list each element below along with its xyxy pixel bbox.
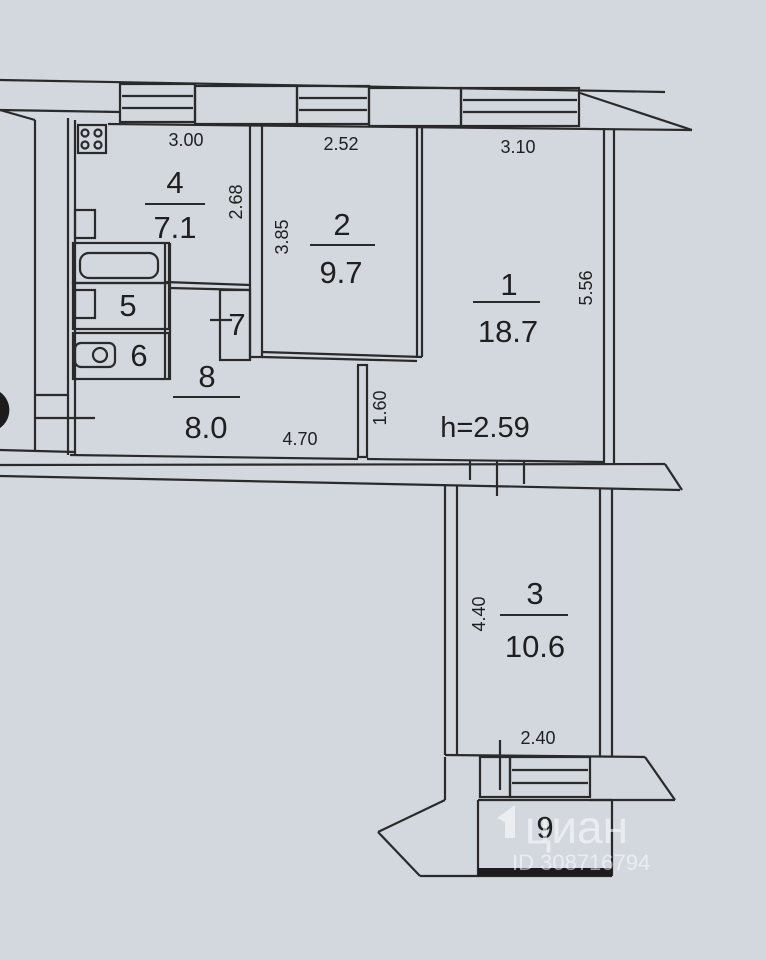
room-3-area: 10.6 <box>505 629 565 664</box>
kitchen-width-dimension: 3.00 <box>168 130 203 150</box>
room-1-number: 1 <box>500 267 517 302</box>
walls <box>0 78 693 878</box>
room-7-number: 7 <box>228 307 245 342</box>
ceiling-height-label: h=2.59 <box>440 412 530 444</box>
room-1-area: 18.7 <box>478 314 538 349</box>
hall-length-dimension: 4.70 <box>282 429 317 449</box>
room-2-width-dimension: 2.52 <box>323 134 358 154</box>
room-2-depth-dimension: 3.85 <box>272 219 292 254</box>
room-3-number: 3 <box>526 576 543 611</box>
balcony-railing <box>478 868 612 876</box>
watermark-id: ID 308716794 <box>512 850 650 875</box>
room-9-number: 9 <box>536 810 553 845</box>
room-2-area: 9.7 <box>319 255 362 290</box>
watermark: циан ID 308716794 <box>497 801 650 875</box>
room-4-area: 7.1 <box>153 210 196 245</box>
room-2-number: 2 <box>333 207 350 242</box>
room-5-number: 5 <box>119 288 136 323</box>
room-8-area: 8.0 <box>184 410 227 445</box>
hall-width-dimension: 1.60 <box>370 390 390 425</box>
room-4-number: 4 <box>166 165 183 200</box>
room-1-depth-dimension: 5.56 <box>576 270 596 305</box>
room-6-number: 6 <box>130 338 147 373</box>
door-swing-icon <box>0 392 10 428</box>
room-3-depth-dimension: 4.40 <box>469 596 489 631</box>
room-1-width-dimension: 3.10 <box>500 137 535 157</box>
fraction-bars <box>145 203 568 616</box>
room-8-number: 8 <box>198 359 215 394</box>
cian-logo-icon <box>497 805 515 838</box>
watermark-brand: циан <box>525 801 628 853</box>
room-3-width-dimension: 2.40 <box>520 728 555 748</box>
kitchen-depth-dimension: 2.68 <box>226 184 246 219</box>
